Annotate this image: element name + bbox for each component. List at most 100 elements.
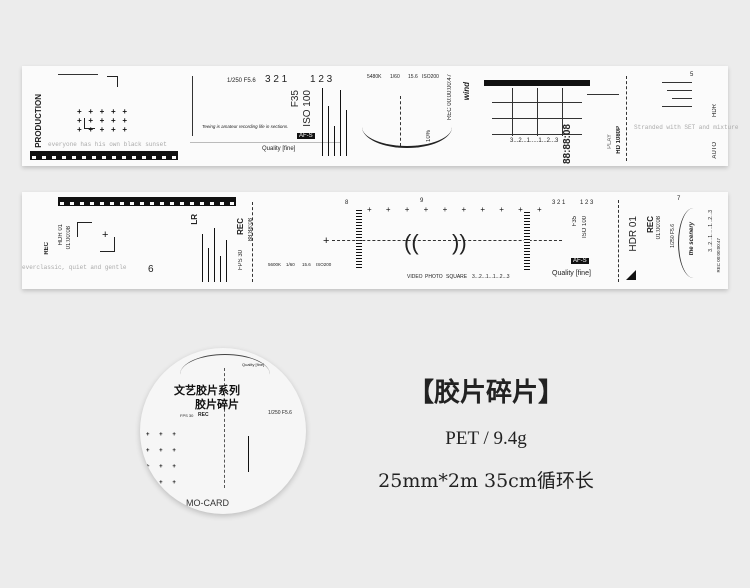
wind-text: wind [462, 82, 471, 101]
product-name: 【胶片碎片】 [407, 378, 564, 408]
divider [252, 202, 253, 282]
line [667, 90, 692, 91]
film-strip [30, 151, 178, 160]
card-title-line2: 胶片碎片 [195, 398, 239, 411]
crosshair-icon: + [102, 229, 109, 241]
number: 5 [690, 72, 694, 78]
scale-text: 3...2...1...1...2...3 [472, 274, 510, 280]
rec-text: REC [236, 218, 245, 235]
rec-text: REC [198, 412, 209, 418]
timecode: 88:88:08 [248, 218, 254, 242]
hdr-text: HDR 01 [628, 216, 639, 252]
aperture-text: 15.6 [302, 262, 311, 267]
strip-text: PRODUCTION [34, 94, 43, 148]
level-bar [328, 106, 329, 156]
frame-corner [107, 76, 118, 87]
iso-text: ISO200 [316, 262, 332, 267]
rec-text: REC [646, 216, 655, 233]
product-material: PET / 9.4g [445, 428, 527, 449]
timecode: 01:00:08 [66, 226, 72, 250]
line [662, 82, 692, 83]
mode-photo: PHOTO [425, 274, 443, 280]
focus-arc [678, 208, 709, 278]
ruler [58, 74, 98, 75]
scale-text: 3...2...1......1...2...3 [708, 210, 714, 252]
level-bar [322, 88, 323, 156]
number: 6 [148, 264, 154, 275]
scale-text: 3...2...1.....1...2...3 [510, 138, 559, 144]
divider [626, 76, 627, 161]
level-bar [340, 90, 341, 156]
card-title-line1: 文艺胶片系列 [174, 384, 240, 397]
hdr-text: HDR [712, 104, 718, 117]
hd-text: HD 1080P [616, 126, 622, 154]
focus-arc [180, 354, 270, 395]
quality-text: Quality [fine] [552, 270, 591, 277]
fps-text: FPS 30 [180, 413, 194, 418]
ruler [248, 436, 249, 472]
timecode: 88:88:08 [562, 124, 573, 165]
aperture-text: F35 [290, 90, 301, 108]
play-text: PLAY [607, 134, 613, 149]
scenery-text: the scenery [689, 222, 695, 256]
shutter-text: 1/60 [286, 262, 295, 267]
focus-frame [77, 222, 92, 237]
level-bar [208, 248, 209, 282]
battery-text: 10% [426, 130, 432, 143]
scale-right: 1 2 3 [310, 74, 333, 85]
brand-logo: MO-CARD [186, 498, 229, 508]
center-dash [332, 240, 562, 241]
timecode: 01:00:08 [656, 216, 662, 240]
aperture-text: 15.6 [408, 74, 418, 80]
wb-text: 5480K [367, 74, 382, 80]
level-bar [220, 256, 221, 282]
divider [190, 142, 340, 143]
scale-right: 1 2 3 [580, 200, 594, 206]
lr-text: LR [190, 214, 199, 225]
af-badge: AF-S [571, 258, 589, 264]
shutter-text: 1/250 F5.6 [268, 410, 292, 416]
scale-bar [484, 80, 590, 86]
focus-grid [492, 88, 582, 136]
line [672, 98, 692, 99]
typewriter-text: everclassic, quiet and gentle [22, 264, 127, 271]
washi-tape-strip-1: PRODUCTION + + + + + + + + + + + + + + +… [22, 66, 738, 166]
quality-text: Quality [fine] [242, 362, 265, 367]
auto-text: AUTO [712, 142, 718, 159]
iso-text: ISO 100 [302, 90, 313, 127]
shutter-text: 1/60 [390, 74, 400, 80]
aperture-text: F35 [572, 216, 578, 227]
bracket-right: )) [452, 230, 467, 255]
shutter-text: 1/250 F5.6 [227, 78, 256, 84]
typewriter-text: Stranded with SET and mixture [634, 124, 739, 131]
arrow-line [587, 94, 619, 95]
washi-tape-strip-2: HDR 01 REC 01:00:08 + everclassic, quiet… [22, 192, 728, 289]
grid-dots: + + + + + + + + + + [367, 205, 548, 214]
iso-text: ISO 100 [582, 216, 588, 239]
mode-video: VIDEO [407, 274, 423, 280]
rec-text: REC [44, 242, 50, 255]
level-bar [334, 126, 335, 156]
line [662, 106, 692, 107]
signal-triangle-icon [626, 270, 636, 280]
typewriter-text: everyone has his own black sunset [48, 141, 167, 148]
level-bar [226, 240, 227, 282]
frame-number: 8 [345, 200, 349, 206]
shutter-text: 1/250 F5.6 [670, 224, 676, 248]
quality-text: Quality [fine] [262, 146, 296, 152]
center-dash [400, 96, 401, 146]
scale-left: 3 2 1 [265, 74, 288, 85]
bracket-left: (( [404, 230, 419, 255]
crosshair-icon: + [323, 235, 330, 247]
frame-number: 7 [677, 196, 681, 202]
packaging-card: 文艺胶片系列 胶片碎片 1/250 F5.6 Quality [fine] FP… [140, 348, 306, 514]
level-bar [214, 228, 215, 282]
fps-text: FPS 30 [238, 250, 244, 271]
wb-text: 5600K [268, 262, 282, 267]
scale-ticks [524, 212, 530, 272]
level-bar [202, 234, 203, 282]
horizon-arc [362, 106, 452, 148]
mode-square: SQUARE [446, 274, 468, 280]
hdr-text: HDR 01 [58, 224, 64, 246]
level-bar [346, 110, 347, 156]
